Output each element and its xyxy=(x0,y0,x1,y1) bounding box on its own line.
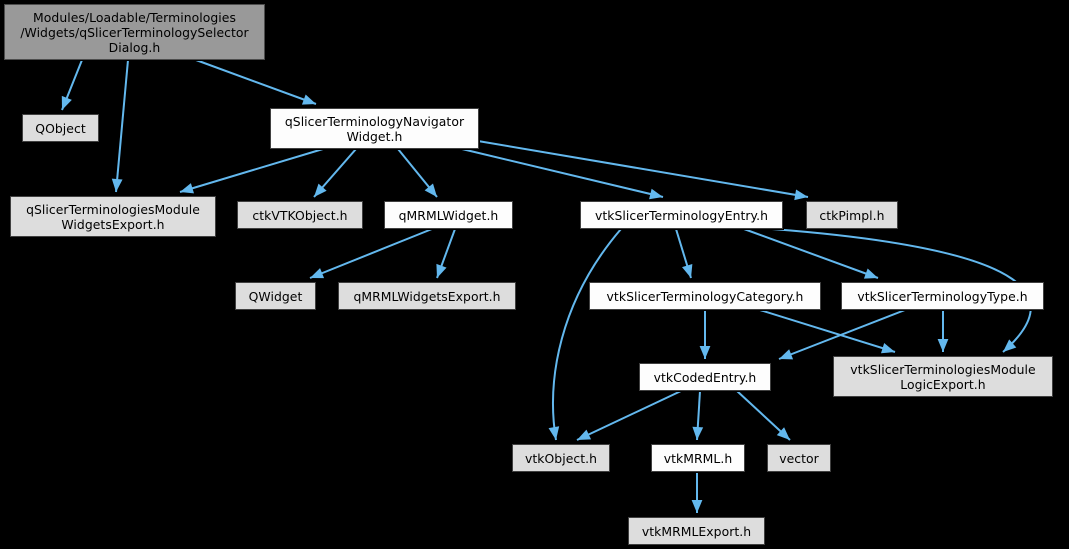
graph-node-qwidget: QWidget xyxy=(234,281,317,311)
graph-node-label: qSlicerTerminologyNavigator Widget.h xyxy=(284,113,465,144)
graph-arrowhead-termcategory-to-logicexport xyxy=(880,342,895,354)
graph-node-vector: vector xyxy=(766,443,832,473)
graph-node-label: vtkSlicerTerminologyEntry.h xyxy=(594,207,769,223)
graph-node-vtkobject: vtkObject.h xyxy=(511,443,611,473)
graph-edge-qmrmlwidget-to-qmrmlwidgetsexport xyxy=(436,228,456,279)
graph-edge-qmrmlwidget-to-qwidget xyxy=(309,228,433,279)
graph-node-ctkvtkobject: ctkVTKObject.h xyxy=(236,200,364,230)
graph-edge-codedentry-to-vtkmrml xyxy=(696,390,701,441)
graph-arrowhead-root-to-widgetsexport xyxy=(111,178,123,192)
graph-arrowhead-navigator-to-ctkpimpl xyxy=(794,189,808,201)
graph-node-widgetsexport: qSlicerTerminologiesModule WidgetsExport… xyxy=(9,195,217,238)
graph-arrowhead-root-to-qobject xyxy=(61,95,72,110)
graph-node-termcategory[interactable]: vtkSlicerTerminologyCategory.h xyxy=(588,281,822,311)
graph-node-label: vtkMRML.h xyxy=(663,450,733,466)
graph-arrowhead-termcategory-to-codedentry xyxy=(699,346,711,359)
graph-node-termentry[interactable]: vtkSlicerTerminologyEntry.h xyxy=(579,200,784,230)
graph-edge-navigator-to-termentry xyxy=(461,148,664,198)
graph-node-label: qSlicerTerminologiesModule WidgetsExport… xyxy=(26,201,200,232)
graph-arrowhead-codedentry-to-vtkmrml xyxy=(692,426,704,440)
graph-node-codedentry[interactable]: vtkCodedEntry.h xyxy=(638,362,772,392)
graph-edge-navigator-to-ctkvtkobject xyxy=(313,148,357,198)
graph-arrowhead-termtype-to-codedentry xyxy=(779,349,794,360)
graph-edge-termentry-to-termtype xyxy=(743,228,879,279)
graph-node-qmrmlwidget[interactable]: qMRMLWidget.h xyxy=(383,200,514,230)
graph-edge-termentry-to-vtkobject xyxy=(552,228,622,441)
graph-node-label: ctkPimpl.h xyxy=(819,207,885,223)
graph-arrowhead-qmrmlwidget-to-qmrmlwidgetsexport xyxy=(436,263,447,278)
graph-node-label: ctkVTKObject.h xyxy=(252,207,348,223)
graph-arrowhead-vtkmrml-to-vtkmrmlexport xyxy=(691,500,703,513)
graph-arrowhead-navigator-to-widgetsexport xyxy=(180,183,195,194)
graph-node-navigator[interactable]: qSlicerTerminologyNavigator Widget.h xyxy=(269,107,480,150)
graph-arrowhead-termentry-to-logicexport xyxy=(1003,339,1017,352)
graph-node-label: vtkCodedEntry.h xyxy=(653,369,757,385)
graph-edge-root-to-navigator xyxy=(195,59,317,105)
graph-arrowhead-navigator-to-termentry xyxy=(649,188,663,200)
graph-node-label: vtkMRMLExport.h xyxy=(641,523,752,539)
graph-node-label: qMRMLWidget.h xyxy=(398,207,499,223)
graph-edge-codedentry-to-vector xyxy=(736,390,791,441)
graph-node-qmrmlwidgetsexport: qMRMLWidgetsExport.h xyxy=(337,281,517,311)
graph-edge-navigator-to-widgetsexport xyxy=(179,148,324,193)
graph-arrowhead-termtype-to-logicexport xyxy=(937,339,949,352)
graph-edge-root-to-widgetsexport xyxy=(115,59,129,193)
graph-node-label: vtkObject.h xyxy=(524,450,598,466)
graph-node-termtype[interactable]: vtkSlicerTerminologyType.h xyxy=(840,281,1045,311)
graph-arrowhead-termentry-to-termtype xyxy=(863,268,878,279)
graph-node-ctkpimpl: ctkPimpl.h xyxy=(805,200,899,230)
graph-node-label: vtkSlicerTerminologiesModule LogicExport… xyxy=(850,361,1036,392)
graph-node-label: vtkSlicerTerminologyType.h xyxy=(857,288,1028,304)
graph-edge-navigator-to-ctkpimpl xyxy=(471,139,809,198)
graph-node-vtkmrml[interactable]: vtkMRML.h xyxy=(650,443,746,473)
graph-arrowhead-qmrmlwidget-to-qwidget xyxy=(310,268,325,279)
graph-node-label: Modules/Loadable/Terminologies /Widgets/… xyxy=(20,9,249,55)
graph-node-logicexport: vtkSlicerTerminologiesModule LogicExport… xyxy=(832,355,1054,398)
graph-node-label: QObject xyxy=(35,120,86,136)
graph-node-label: qMRMLWidgetsExport.h xyxy=(353,288,501,304)
graph-arrowhead-navigator-to-qmrmlwidget xyxy=(424,183,437,197)
graph-arrowhead-codedentry-to-vector xyxy=(776,427,790,440)
graph-node-label: vtkSlicerTerminologyCategory.h xyxy=(606,288,804,304)
graph-arrowhead-termentry-to-vtkobject xyxy=(548,426,560,440)
graph-arrowhead-codedentry-to-vtkobject xyxy=(577,429,592,440)
graph-edge-codedentry-to-vtkobject xyxy=(576,390,682,441)
graph-node-label: QWidget xyxy=(248,288,303,304)
graph-node-root: Modules/Loadable/Terminologies /Widgets/… xyxy=(3,3,266,61)
graph-arrowhead-termentry-to-termcategory xyxy=(682,263,693,278)
graph-edge-termcategory-to-logicexport xyxy=(759,309,896,353)
graph-arrowhead-root-to-navigator xyxy=(301,94,316,105)
graph-edge-termtype-to-codedentry xyxy=(778,309,906,360)
graph-edge-root-to-qobject xyxy=(61,59,83,111)
graph-node-vtkmrmlexport: vtkMRMLExport.h xyxy=(627,516,766,546)
graph-node-label: vector xyxy=(779,450,819,466)
graph-node-qobject: QObject xyxy=(21,113,100,143)
graph-edge-termentry-to-termcategory xyxy=(675,228,692,279)
graph-edge-navigator-to-qmrmlwidget xyxy=(397,148,438,198)
graph-arrowhead-navigator-to-ctkvtkobject xyxy=(314,183,327,197)
